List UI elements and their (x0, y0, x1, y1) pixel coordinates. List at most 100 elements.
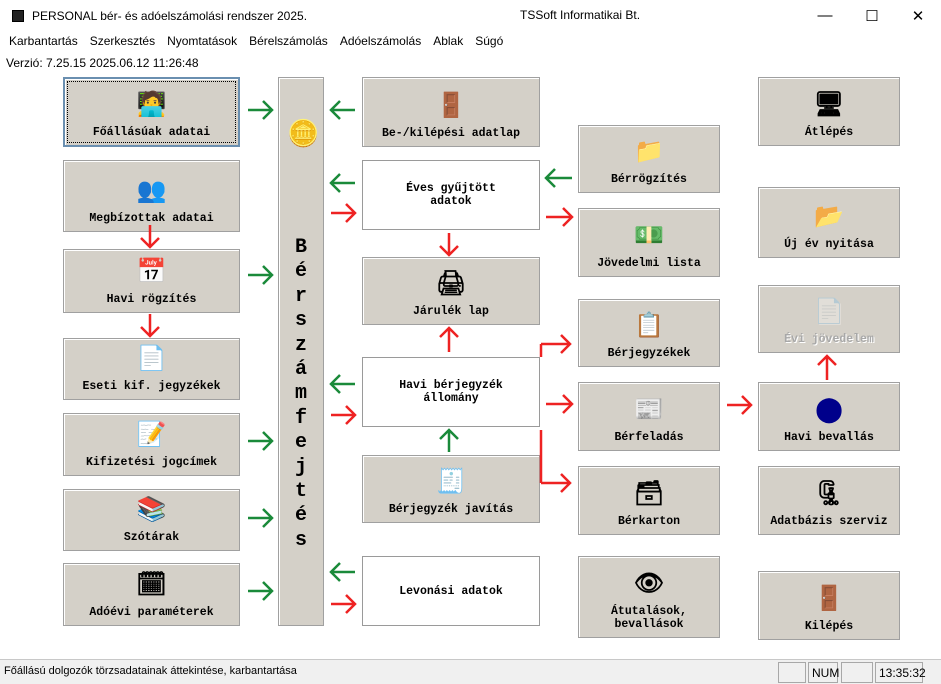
menu-sugo[interactable]: Súgó (475, 34, 504, 48)
button-label: Megbízottak adatai (89, 212, 214, 225)
menu-nyomtatasok[interactable]: Nyomtatások (167, 34, 238, 48)
button-label: Havi rögzítés (106, 293, 197, 306)
green-arrow (248, 508, 274, 528)
button-label: Kilépés (804, 620, 854, 633)
version-label: Verzió: 7.25.15 2025.06.12 11:26:48 (6, 56, 199, 70)
money-document-icon: 💵 (634, 224, 664, 251)
foallasuak-adatai-button[interactable]: 🧑‍💻 Főállásúak adatai (63, 77, 240, 147)
button-label: Bérkarton (617, 515, 681, 528)
kilepes-button[interactable]: 🚪 Kilépés (758, 571, 900, 640)
menu-bar: Karbantartás Szerkesztés Nyomtatások Bér… (0, 31, 941, 51)
green-arrow (329, 374, 355, 394)
button-label: Szótárak (123, 531, 180, 544)
havi-bevallas-button[interactable]: ⬤ Havi bevallás (758, 382, 900, 451)
calendar-clock-icon: 🗓 (136, 573, 167, 600)
red-arrow (541, 334, 572, 354)
menu-berelszamolas[interactable]: Bérelszámolás (249, 34, 328, 48)
havi-berjegyzek-allomany-button[interactable]: Havi bérjegyzék állomány (362, 357, 540, 427)
szotarak-button[interactable]: 📚 Szótárak (63, 489, 240, 551)
red-arrow (546, 207, 574, 227)
title-bar: PERSONAL bér- és adóelszámolási rendszer… (0, 0, 941, 31)
clock: 13:35:32 (875, 662, 926, 683)
status-bar: Főállású dolgozók törzsadatainak áttekin… (0, 659, 941, 684)
jovedelmi-lista-button[interactable]: 💵Jövedelmi lista (578, 208, 720, 277)
menu-adoelszamolas[interactable]: Adóelszámolás (339, 34, 422, 48)
button-label: Évi jövedelem (784, 333, 874, 346)
red-arrow (541, 473, 572, 493)
green-arrow (248, 100, 274, 120)
evi-jovedelem-button: 📄Évi jövedelem (758, 285, 900, 353)
company-name: TSSoft Informatikai Bt. (520, 8, 641, 22)
red-arrow (331, 594, 357, 614)
adatbazis-szerviz-button[interactable]: 🗜 Adatbázis szerviz (758, 466, 900, 535)
document-send-icon: 📰 (634, 398, 664, 425)
button-label: Havi bérjegyzék állomány (399, 379, 503, 405)
button-label: Adóévi paraméterek (89, 606, 214, 619)
berjegyzekek-button[interactable]: 📋 Bérjegyzékek (578, 299, 720, 367)
red-arrow (439, 233, 459, 257)
button-label: Átutalások, bevallások (611, 605, 687, 631)
button-label: Levonási adatok (399, 584, 503, 598)
calendar-pen-icon: 📅 (136, 260, 167, 287)
atutalasok-bevallasok-button[interactable]: 👁Átutalások, bevallások (578, 556, 720, 638)
button-label: Eseti kif. jegyzékek (82, 380, 221, 393)
minimize-button[interactable]: — (817, 7, 833, 24)
berjegyzek-javitas-button[interactable]: 🧾Bérjegyzék javítás (362, 455, 540, 523)
kifizetesi-jogcimek-button[interactable]: 📝 Kifizetési jogcímek (63, 413, 240, 476)
atlepes-button[interactable]: 🖥Átlépés (758, 77, 900, 146)
exit-door-icon: 🚪 (814, 587, 844, 614)
uj-ev-nyitasa-button[interactable]: 📂 Új év nyitása (758, 187, 900, 258)
berfeladas-button[interactable]: 📰Bérfeladás (578, 382, 720, 451)
button-label: Havi bevallás (784, 431, 874, 444)
document-person-icon: 📋 (634, 314, 664, 341)
button-label: Új év nyitása (784, 238, 874, 251)
green-arrow (248, 265, 274, 285)
books-icon: 📚 (136, 498, 167, 525)
jarulek-lap-button[interactable]: 🖨Járulék lap (362, 257, 540, 325)
eves-gyujtott-adatok-button[interactable]: Éves gyűjtött adatok (362, 160, 540, 230)
door-arrows-icon: 🚪 (436, 94, 466, 121)
button-label: Kifizetési jogcímek (85, 456, 218, 469)
adoevi-parameterek-button[interactable]: 🗓 Adóévi paraméterek (63, 563, 240, 626)
red-arrow (439, 326, 459, 352)
zip-folder-icon: 🗜 (813, 482, 845, 509)
red-arrow (331, 405, 357, 425)
green-arrow (248, 431, 274, 451)
levonasi-adatok-button[interactable]: Levonási adatok (362, 556, 540, 626)
berkarton-button[interactable]: 🗃Bérkarton (578, 466, 720, 535)
printer-icon: 🖨 (435, 272, 467, 299)
havi-rogzites-button[interactable]: 📅 Havi rögzítés (63, 249, 240, 313)
berrogzites-button[interactable]: 📁Bérrögzítés (578, 125, 720, 193)
person-computer-icon: 🧑‍💻 (136, 93, 167, 120)
app-icon (12, 9, 24, 22)
green-arrow (329, 173, 355, 193)
megbizottak-adatai-button[interactable]: 👥 Megbízottak adatai (63, 160, 240, 232)
checklist-icon: 📝 (136, 423, 167, 450)
menu-karbantartas[interactable]: Karbantartás (9, 34, 78, 48)
window-icon: 🖥 (813, 93, 845, 120)
button-label: Éves gyűjtött adatok (406, 182, 496, 208)
green-arrow (439, 428, 459, 452)
status-pane-empty (841, 662, 873, 683)
status-pane-empty (778, 662, 806, 683)
moon-icon: ⬤ (815, 398, 843, 425)
button-label: Bérjegyzékek (607, 347, 691, 360)
people-icon: 👥 (136, 179, 167, 206)
red-arrow (817, 354, 837, 380)
button-label: Adatbázis szerviz (770, 515, 888, 528)
eseti-kif-jegyzekek-button[interactable]: 📄 Eseti kif. jegyzékek (63, 338, 240, 400)
red-arrow (546, 394, 574, 414)
maximize-button[interactable]: ☐ (865, 7, 879, 25)
button-label: Főállásúak adatai (92, 126, 211, 139)
folder-target-icon: 📂 (814, 205, 844, 232)
menu-szerkesztes[interactable]: Szerkesztés (89, 34, 156, 48)
num-lock-indicator: NUM (808, 662, 839, 683)
menu-ablak[interactable]: Ablak (433, 34, 464, 48)
close-button[interactable]: ✕ (911, 7, 925, 25)
be-kilepesi-adatlap-button[interactable]: 🚪Be-/kilépési adatlap (362, 77, 540, 147)
red-arrow (331, 203, 357, 223)
green-arrow (329, 100, 355, 120)
document-icon: 📄 (136, 347, 167, 374)
